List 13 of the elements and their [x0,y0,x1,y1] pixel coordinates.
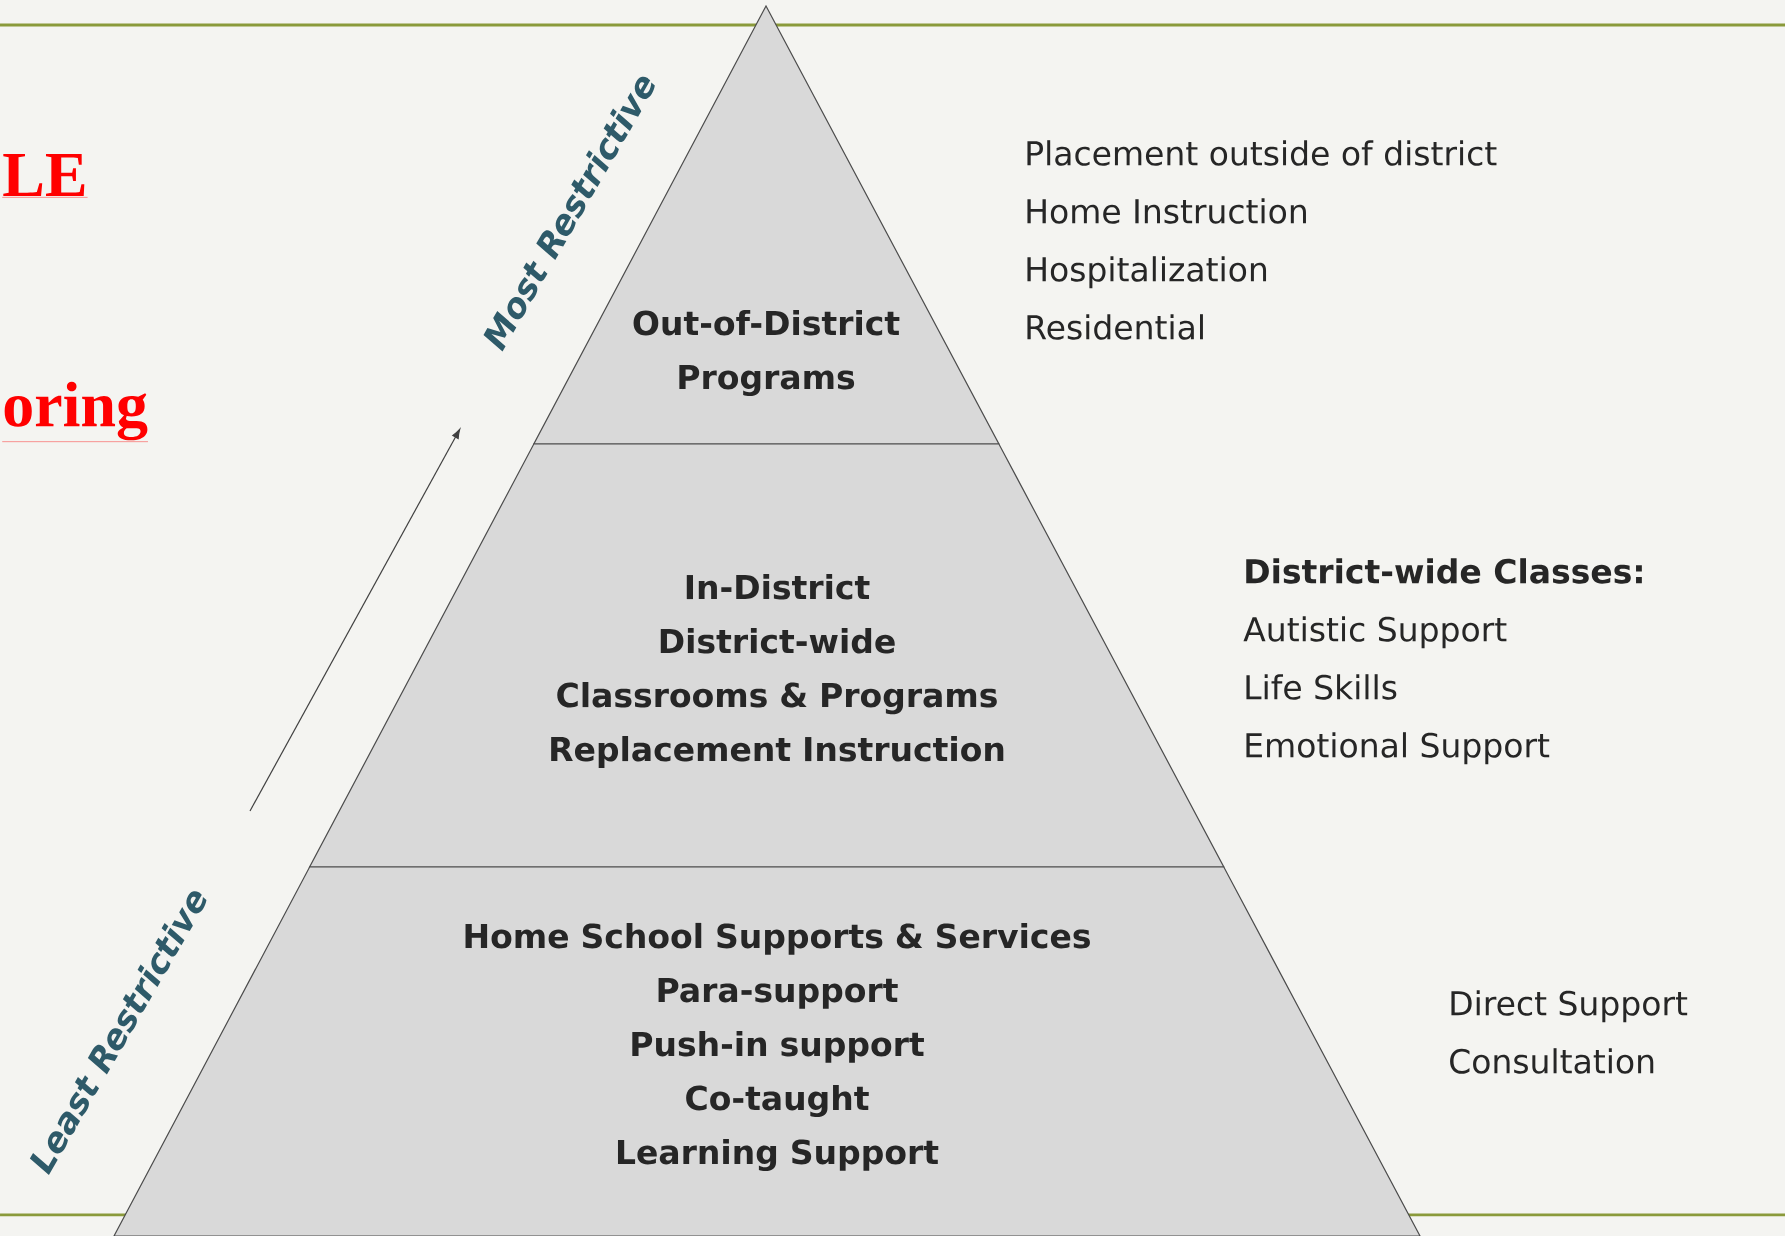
node-label: Residential [1027,314,1203,340]
tier-description: Direct Support Consultation [1450,990,1688,1074]
node-label: Home Instruction [1027,198,1306,224]
tier-description: District-wide Classes: Autistic Support Life Skills Emotional Support [1243,558,1642,765]
node-label: Emotional Support [1246,732,1550,765]
node-label: Autistic Support [1243,616,1507,649]
node-label: District-wide Classes: [1246,558,1642,584]
heading-fragment: LE [2,154,88,198]
heading-fragment: oring [2,381,149,442]
node-label: Life Skills [1246,674,1397,700]
tier-description: Placement outside of district Home Instruction Hospitalization Residential [1027,140,1497,340]
node-label: Hospitalization [1027,256,1267,289]
node-label: Placement outside of district [1027,140,1497,166]
